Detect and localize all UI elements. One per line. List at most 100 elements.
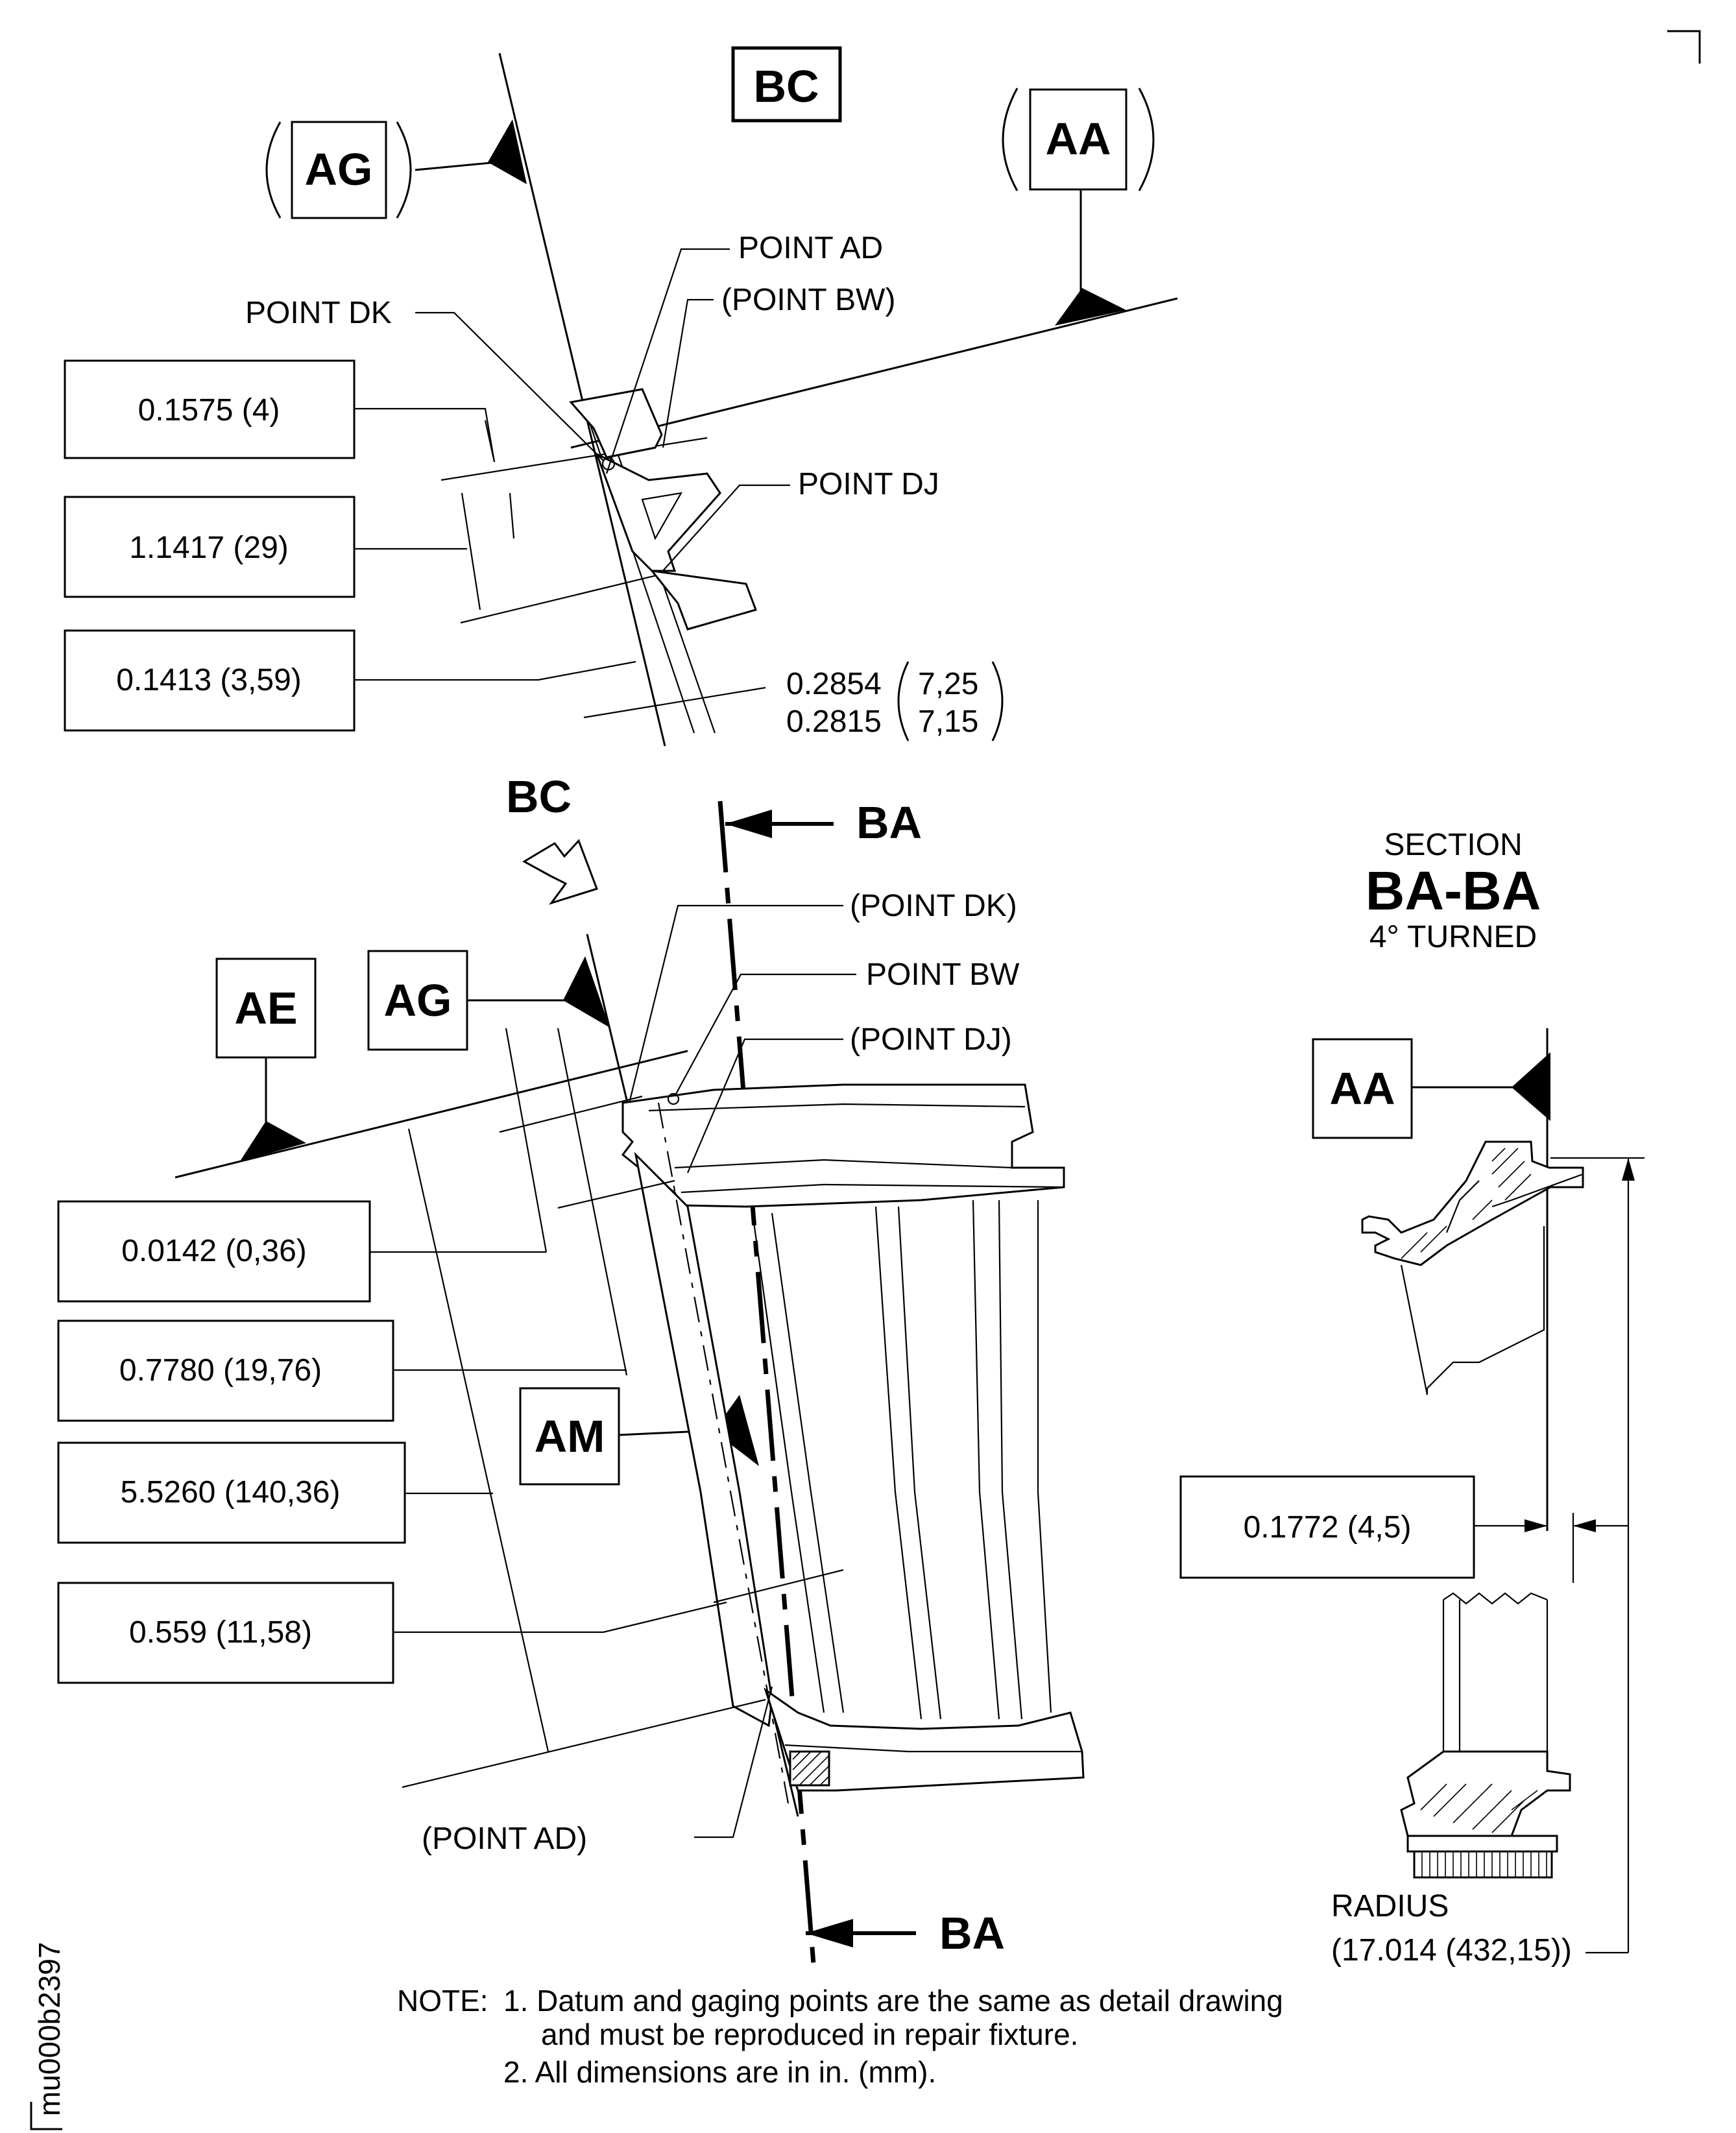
datum-aa-section-label: AA <box>1329 1063 1395 1114</box>
radius-arrowhead <box>1622 1158 1635 1181</box>
view-bc: BC AG AA POINT AD (POINT BW) POINT DK <box>64 46 1178 747</box>
leader-point-dk-paren <box>628 904 843 1103</box>
datum-aa-section-triangle <box>1512 1052 1550 1121</box>
leader-point-dk <box>415 311 604 461</box>
note-1-line2: and must be reproduced in repair fixture… <box>541 2018 1078 2051</box>
vane-shroud-rail-2 <box>681 1183 1065 1194</box>
vane-airfoil-5 <box>972 1199 1000 1720</box>
label-point-dj-paren: (POINT DJ) <box>850 1022 1012 1057</box>
datum-aa-triangle <box>1055 288 1126 326</box>
note-2: 2. All dimensions are in in. (mm). <box>503 2055 936 2089</box>
vane-airfoil-1 <box>751 1212 825 1713</box>
label-point-ad: POINT AD <box>738 231 883 265</box>
vane-hatch <box>792 1751 830 1786</box>
section-part-upper <box>1361 1140 1584 1266</box>
leader-point-dj <box>661 484 790 573</box>
dim-0-0142: 0.0142 (0,36) <box>121 1234 307 1268</box>
paren-right <box>396 121 412 219</box>
vane-airfoil-3 <box>874 1206 922 1720</box>
paren-left-aa <box>1002 88 1019 191</box>
point-marker-dk <box>601 457 616 471</box>
dim-box-0-559 <box>57 1582 394 1684</box>
dim-box-0-0142 <box>57 1200 371 1303</box>
dim-0-559: 0.559 (11,58) <box>129 1615 312 1650</box>
offset-line-a <box>440 437 708 481</box>
dim-ext-line-2 <box>557 1179 675 1209</box>
dim-0-2854-mm-lower: 7,15 <box>918 705 978 739</box>
vane-centerline <box>657 1102 790 1804</box>
datum-ae-triangle <box>240 1121 306 1161</box>
dim-0-2854-in-upper: 0.2854 <box>786 667 882 701</box>
section-arrow-bottom-head <box>806 1919 853 1947</box>
datum-ag-label: AG <box>305 144 373 195</box>
datum-ag-mid-label: AG <box>384 975 452 1026</box>
main-view: BC BA BA AE AG AM <box>57 771 1085 1973</box>
paren-mm-left <box>897 661 910 741</box>
section-title-line2: BA-BA <box>1366 860 1541 921</box>
dim-leader-0-1575 <box>354 407 496 463</box>
dim-arrow-0-1575b <box>509 492 515 539</box>
leader-point-bw-main <box>674 973 856 1097</box>
vane-airfoil-lead <box>634 1151 773 1728</box>
datum-aa-box <box>1029 88 1127 191</box>
note-1-line1: 1. Datum and gaging points are the same … <box>503 1984 1283 2018</box>
section-arrow-top-head <box>725 810 772 838</box>
section-lower-foot <box>1400 1750 1571 1837</box>
dim-0-1575: 0.1575 (4) <box>138 393 280 428</box>
dim-arrowhead-0-1772b <box>1573 1519 1596 1532</box>
vane-right-edge <box>1037 1200 1052 1713</box>
dim-ext-line-3 <box>402 1698 766 1789</box>
datum-ag-mid-box <box>367 950 468 1051</box>
vane-airfoil-6 <box>998 1199 1023 1720</box>
section-marker-bottom: BA <box>939 1908 1005 1958</box>
dim-box-0-1772 <box>1179 1475 1475 1579</box>
leader-point-ad <box>605 248 730 474</box>
label-point-dj: POINT DJ <box>798 467 939 501</box>
label-point-dk: POINT DK <box>245 296 392 330</box>
dim-line-0-7780 <box>557 1028 628 1376</box>
section-marker-top: BA <box>856 797 922 848</box>
section-line-ba <box>717 801 817 1973</box>
leader-point-ad-paren <box>694 1686 773 1838</box>
view-arrow-label: BC <box>506 771 572 822</box>
drawing-id-bracket <box>30 2102 62 2130</box>
dim-0-2854-mm-upper: 7,25 <box>918 667 978 701</box>
dim-1-1417: 1.1417 (29) <box>129 531 289 565</box>
dim-0-1772: 0.1772 (4,5) <box>1244 1510 1412 1545</box>
dim-leader-0-1413 <box>354 660 636 681</box>
vane-part <box>621 1083 1085 1804</box>
dim-box-0-1575 <box>64 359 356 459</box>
section-lower-base <box>1406 1835 1558 1853</box>
section-title-line1: SECTION <box>1384 828 1522 862</box>
vane-outer-shroud <box>621 1083 1065 1208</box>
dim-line-5-5260 <box>407 1128 549 1752</box>
view-arrow-icon <box>522 839 598 905</box>
dim-arrow-0-1772 <box>1525 1519 1547 1532</box>
datum-ag-box <box>291 121 387 219</box>
part-section-mid <box>595 452 721 572</box>
section-lower-hatch <box>1420 1783 1538 1833</box>
dim-leader-0-559 <box>393 1601 727 1633</box>
datum-line-ae <box>175 1050 688 1179</box>
datum-ae-box <box>215 958 317 1059</box>
part-section-inner <box>641 492 683 540</box>
radius-label: RADIUS <box>1331 1889 1449 1923</box>
dim-line-0-2854 <box>583 686 766 719</box>
paren-left <box>265 121 282 219</box>
vane-airfoil-2 <box>771 1212 845 1713</box>
leader-point-bw <box>662 298 714 448</box>
vane-inner-platform <box>764 1687 1085 1792</box>
notes: NOTE: 1. Datum and gaging points are the… <box>397 1984 1283 2089</box>
dim-arrow-0-1575a <box>484 420 496 463</box>
dim-box-0-1413 <box>64 629 356 732</box>
datum-am-box <box>519 1387 620 1486</box>
dim-box-1-1417 <box>64 496 356 598</box>
section-lower-break <box>1443 1592 1548 1605</box>
datum-ag-triangle <box>488 119 527 184</box>
vane-inner-platform-rail <box>784 1744 1082 1753</box>
label-point-dk-paren: (POINT DK) <box>850 889 1017 923</box>
leader-point-dj-paren <box>686 1038 843 1174</box>
dim-0-1413: 0.1413 (3,59) <box>116 663 302 697</box>
corner-mark <box>1667 30 1701 64</box>
dim-line-1-1417 <box>461 492 481 610</box>
